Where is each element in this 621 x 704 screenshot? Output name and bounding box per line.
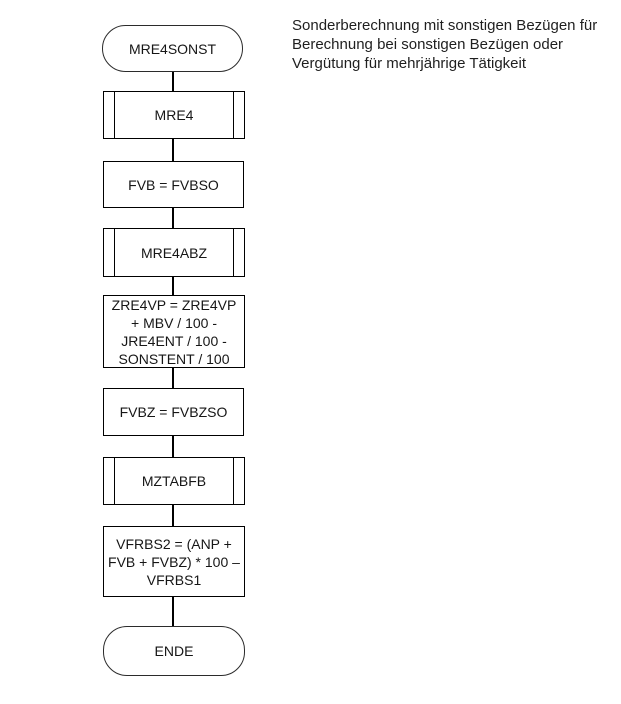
flow-node-vfrbs2-process: VFRBS2 = (ANP + FVB + FVBZ) * 100 – VFRB… — [103, 526, 245, 597]
flow-node-label: ENDE — [154, 643, 194, 659]
flow-node-end-terminator: ENDE — [103, 626, 245, 676]
flow-node-mre4abz-subroutine: MRE4ABZ — [103, 228, 245, 277]
connector-line — [172, 597, 174, 626]
flow-node-fvbz-process: FVBZ = FVBZSO — [103, 388, 244, 436]
flow-node-zre4vp-process: ZRE4VP = ZRE4VP + MBV / 100 - JRE4ENT / … — [103, 295, 245, 368]
flow-node-mztabfb-subroutine: MZTABFB — [103, 457, 245, 505]
flow-node-start-terminator: MRE4SONST — [102, 25, 243, 72]
flow-node-label: MZTABFB — [141, 473, 207, 489]
connector-line — [172, 436, 174, 457]
flow-node-fvb-process: FVB = FVBSO — [103, 161, 244, 208]
flow-node-label: MRE4 — [154, 107, 194, 123]
connector-line — [172, 277, 174, 295]
flow-node-label: ZRE4VP = ZRE4VP + MBV / 100 - JRE4ENT / … — [111, 296, 237, 367]
connector-line — [172, 368, 174, 388]
connector-line — [172, 139, 174, 161]
flow-node-label: MRE4ABZ — [140, 244, 208, 261]
connector-line — [172, 72, 174, 91]
flow-node-mre4-subroutine: MRE4 — [103, 91, 245, 139]
flow-node-label: FVB = FVBSO — [128, 176, 219, 193]
flow-node-label: MRE4SONST — [128, 40, 217, 57]
description-text: Sonderberechnung mit sonstigen Bezügen f… — [292, 17, 598, 72]
connector-line — [172, 505, 174, 526]
flow-node-label: FVBZ = FVBZSO — [119, 404, 228, 420]
connector-line — [172, 208, 174, 228]
flow-node-label: VFRBS2 = (ANP + FVB + FVBZ) * 100 – VFRB… — [108, 535, 240, 588]
